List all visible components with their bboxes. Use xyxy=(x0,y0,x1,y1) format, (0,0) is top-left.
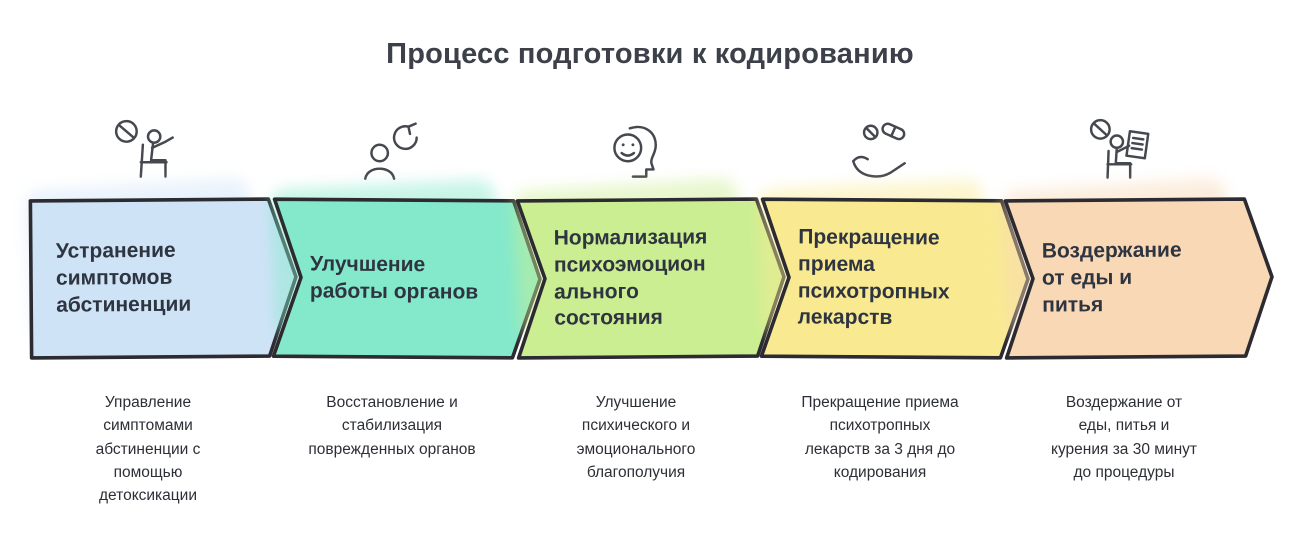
chevron-arrow: Устранение симптомов абстиненции xyxy=(23,177,298,362)
step-description: Управление симптомами абстиненции с помо… xyxy=(95,394,201,504)
process-step-5: Воздержание от еды и питья Воздержание о… xyxy=(999,108,1274,507)
organ-recovery-icon xyxy=(270,108,514,196)
step-description: Прекращение приема психотропных лекарств… xyxy=(801,394,959,481)
process-step-4: Прекращение приема психотропных лекарств… xyxy=(756,108,1030,507)
step-description: Восстановление и стабилизация поврежденн… xyxy=(308,394,476,458)
step-description: Воздержание от еды, питья и курения за 3… xyxy=(1051,394,1197,481)
chevron-arrow: Улучшение работы органов xyxy=(268,178,542,362)
withdrawal-detox-icon xyxy=(26,108,270,196)
process-step-1: Устранение симптомов абстиненции Управле… xyxy=(23,108,298,507)
chevron-arrow: Воздержание от еды и питья xyxy=(999,177,1274,362)
step-label: Устранение симптомов абстиненции xyxy=(55,238,192,317)
fasting-icon xyxy=(1002,108,1246,196)
step-description: Улучшение психического и эмоционального … xyxy=(576,394,696,481)
step-label: Прекращение приема психотропных лекарств xyxy=(797,225,950,330)
process-step-3: Нормализация психоэмоцион ального состоя… xyxy=(511,108,786,507)
steps-row: Устранение симптомов абстиненции Управле… xyxy=(23,108,1274,507)
chevron-arrow: Прекращение приема психотропных лекарств xyxy=(756,178,1030,362)
diagram-title: Процесс подготовки к кодированию xyxy=(386,38,914,70)
mental-state-icon xyxy=(514,108,758,196)
step-label: Улучшение работы органов xyxy=(309,252,479,304)
step-label: Воздержание от еды и питья xyxy=(1041,238,1182,317)
process-step-2: Улучшение работы органов Восстановление … xyxy=(268,108,542,507)
step-label: Нормализация психоэмоцион ального состоя… xyxy=(553,225,708,331)
chevron-arrow: Нормализация психоэмоцион ального состоя… xyxy=(511,177,786,362)
stop-medication-icon xyxy=(758,108,1002,196)
